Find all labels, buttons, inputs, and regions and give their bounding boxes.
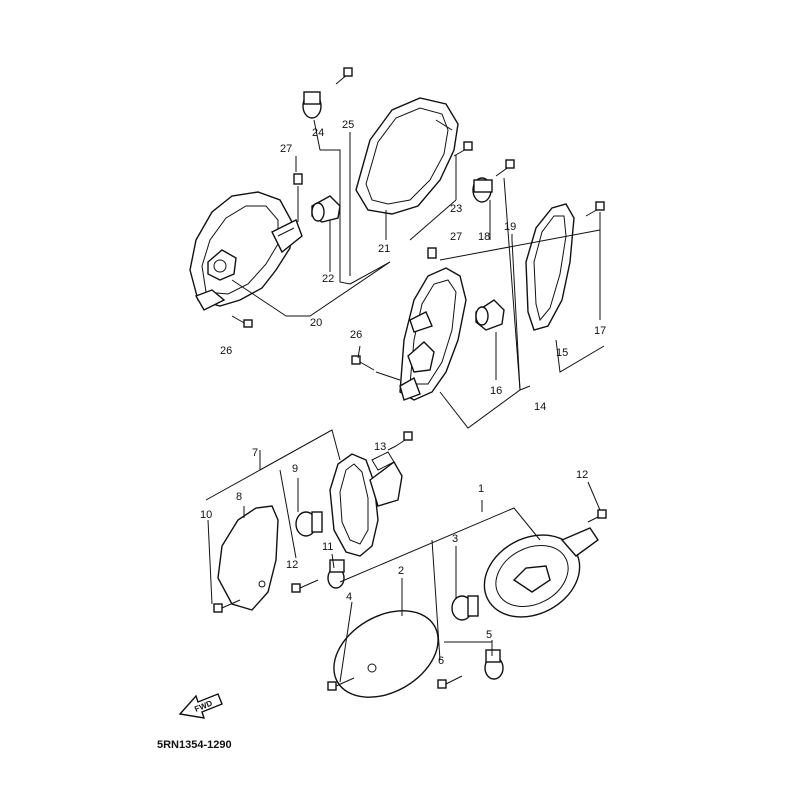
label-9: 9 (292, 463, 298, 475)
label-21: 21 (378, 243, 390, 255)
upper-left-lens (355, 97, 459, 215)
screw-6 (437, 675, 463, 689)
label-7: 7 (252, 447, 258, 459)
callout-labels: 1 2 3 4 5 6 7 8 9 10 11 12 12 13 14 15 1… (200, 119, 606, 667)
bulb-9 (295, 511, 323, 537)
socket-5 (484, 649, 504, 680)
label-26-upper: 26 (220, 345, 232, 357)
label-22: 22 (322, 273, 334, 285)
lower-left-lens (217, 505, 279, 611)
label-24: 24 (312, 127, 324, 139)
label-2: 2 (398, 565, 404, 577)
label-10: 10 (200, 509, 212, 521)
label-18: 18 (478, 231, 490, 243)
bulb-16 (475, 299, 505, 331)
nut-27-upper (293, 173, 303, 185)
label-13: 13 (374, 441, 386, 453)
bulb-22 (311, 195, 341, 223)
screw-10 (213, 599, 241, 613)
fwd-arrow-icon: FWD (178, 693, 223, 719)
screw-23 (453, 141, 473, 157)
upper-left-housing (189, 191, 303, 311)
label-27-upper: 27 (280, 143, 292, 155)
screw-12-left (291, 579, 319, 593)
label-15: 15 (556, 347, 568, 359)
leader-lines (205, 119, 605, 683)
screw-25 (335, 67, 353, 85)
label-23: 23 (450, 203, 462, 215)
label-5: 5 (486, 629, 492, 641)
label-12-left: 12 (286, 559, 298, 571)
label-16: 16 (490, 385, 502, 397)
upper-right-housing (399, 267, 467, 401)
screw-26-upper (231, 315, 253, 328)
label-1: 1 (478, 483, 484, 495)
label-11: 11 (322, 541, 333, 553)
part-code: 5RN1354-1290 (157, 739, 232, 751)
upper-right-lens (525, 203, 575, 331)
label-25: 25 (342, 119, 354, 131)
label-14: 14 (534, 401, 546, 413)
label-17: 17 (594, 325, 606, 337)
screw-19 (495, 159, 515, 177)
lower-right-lens (333, 610, 439, 698)
label-12-right: 12 (576, 469, 588, 481)
label-19: 19 (504, 221, 516, 233)
label-6: 6 (438, 655, 444, 667)
screw-17 (585, 201, 605, 217)
screw-4 (327, 677, 355, 691)
lower-right-housing (483, 527, 599, 618)
screw-12-right (587, 509, 607, 523)
label-26-lower: 26 (350, 329, 362, 341)
screw-26-lower (351, 355, 375, 371)
nut-27-lower (427, 247, 437, 259)
label-20: 20 (310, 317, 322, 329)
label-8: 8 (236, 491, 242, 503)
socket-24 (302, 91, 322, 119)
socket-18 (472, 177, 493, 203)
screw-13 (395, 431, 413, 447)
label-27-lower: 27 (450, 231, 462, 243)
label-3: 3 (452, 533, 458, 545)
socket-11 (327, 559, 345, 589)
bulb-3 (451, 595, 479, 621)
label-4: 4 (346, 591, 352, 603)
lower-left-housing (329, 451, 403, 557)
